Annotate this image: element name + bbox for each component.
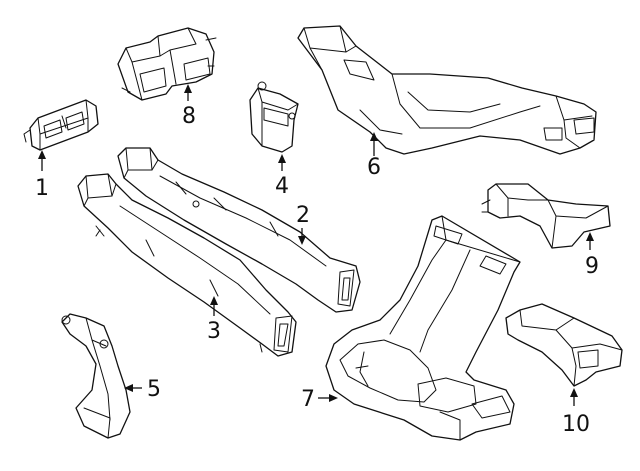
part-8-dual-vent [117, 27, 217, 101]
part-7-rear-floor-duct [325, 215, 521, 441]
part-4-upright-vent [249, 81, 299, 153]
part-5-curved-duct [61, 313, 131, 439]
callout-2: 2 [296, 203, 310, 228]
part-10-rear-outlet [505, 303, 623, 387]
callout-9: 9 [585, 254, 599, 279]
callout-6: 6 [367, 155, 381, 180]
leader-lines [38, 84, 594, 406]
part-2-floor-duct [117, 147, 361, 313]
part-9-rear-duct [481, 183, 611, 249]
callout-1: 1 [35, 176, 49, 201]
callout-7: 7 [301, 387, 315, 412]
callout-4: 4 [275, 174, 289, 199]
callout-labels: 1 2 3 4 5 6 7 8 9 10 [35, 104, 599, 437]
part-3-floor-duct [77, 173, 297, 357]
callout-10: 10 [562, 412, 590, 437]
part-1-vent-grille [23, 99, 99, 151]
callout-5: 5 [147, 377, 161, 402]
part-6-upper-duct [297, 25, 597, 155]
callout-3: 3 [207, 319, 221, 344]
callout-8: 8 [182, 104, 196, 129]
